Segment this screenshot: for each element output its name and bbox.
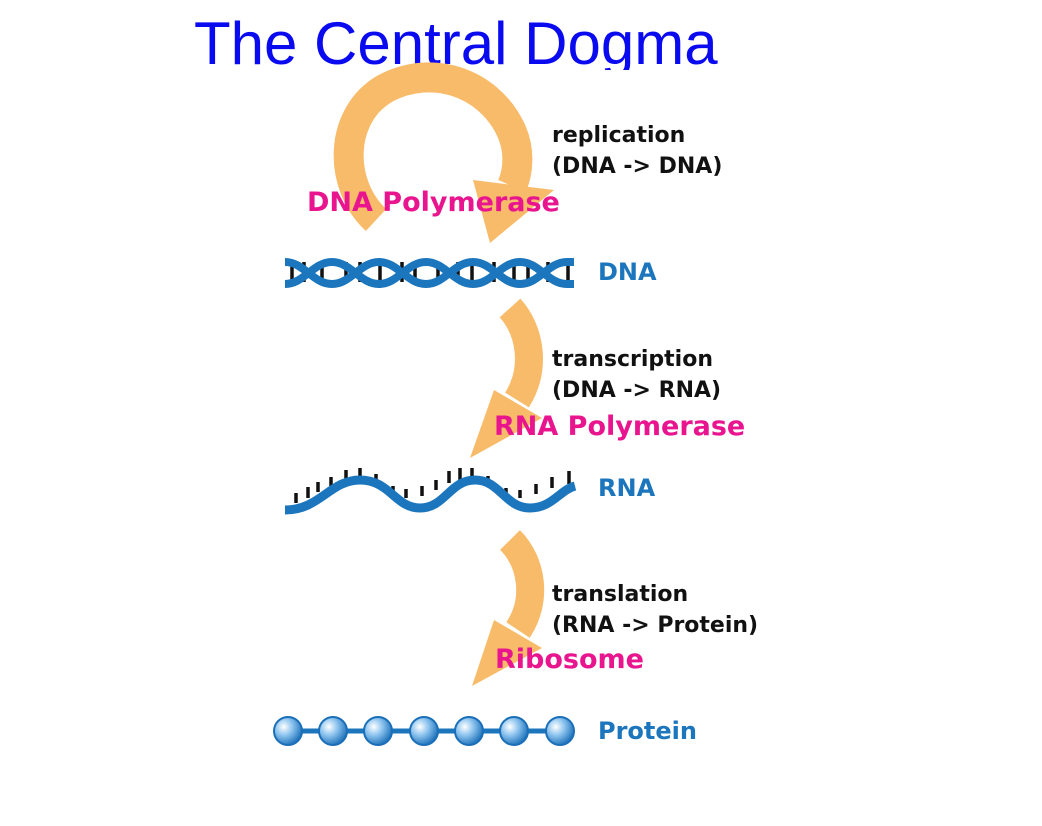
protein-bead (499, 716, 529, 746)
transcription-arrow (470, 298, 543, 458)
protein-bead (454, 716, 484, 746)
translation-arrow (472, 530, 545, 686)
replication-conversion: (DNA -> DNA) (552, 154, 723, 179)
rna-strand (284, 468, 577, 515)
translation-conversion: (RNA -> Protein) (552, 613, 759, 638)
translation-process: translation (552, 582, 689, 607)
protein-label: Protein (598, 717, 697, 745)
translation-label: translation (RNA -> Protein) (552, 579, 758, 641)
replication-arrow (333, 62, 554, 243)
protein-bead (318, 716, 348, 746)
protein-chain (273, 716, 575, 746)
replication-process: replication (552, 123, 686, 148)
ribosome-label: Ribosome (495, 644, 644, 675)
page-title: The Central Dogma (194, 10, 718, 70)
dna-label: DNA (598, 258, 657, 286)
protein-bead (545, 716, 575, 746)
dna-helix (284, 257, 574, 289)
replication-label: replication (DNA -> DNA) (552, 120, 722, 182)
title-clip: The Central Dogma (0, 0, 1042, 70)
protein-bead (409, 716, 439, 746)
transcription-process: transcription (552, 347, 713, 372)
transcription-conversion: (DNA -> RNA) (552, 378, 722, 403)
dna-polymerase-label: DNA Polymerase (307, 187, 560, 218)
protein-bead (273, 716, 303, 746)
rna-label: RNA (598, 474, 656, 502)
protein-bead (363, 716, 393, 746)
transcription-label: transcription (DNA -> RNA) (552, 344, 721, 406)
rna-polymerase-label: RNA Polymerase (494, 411, 746, 442)
